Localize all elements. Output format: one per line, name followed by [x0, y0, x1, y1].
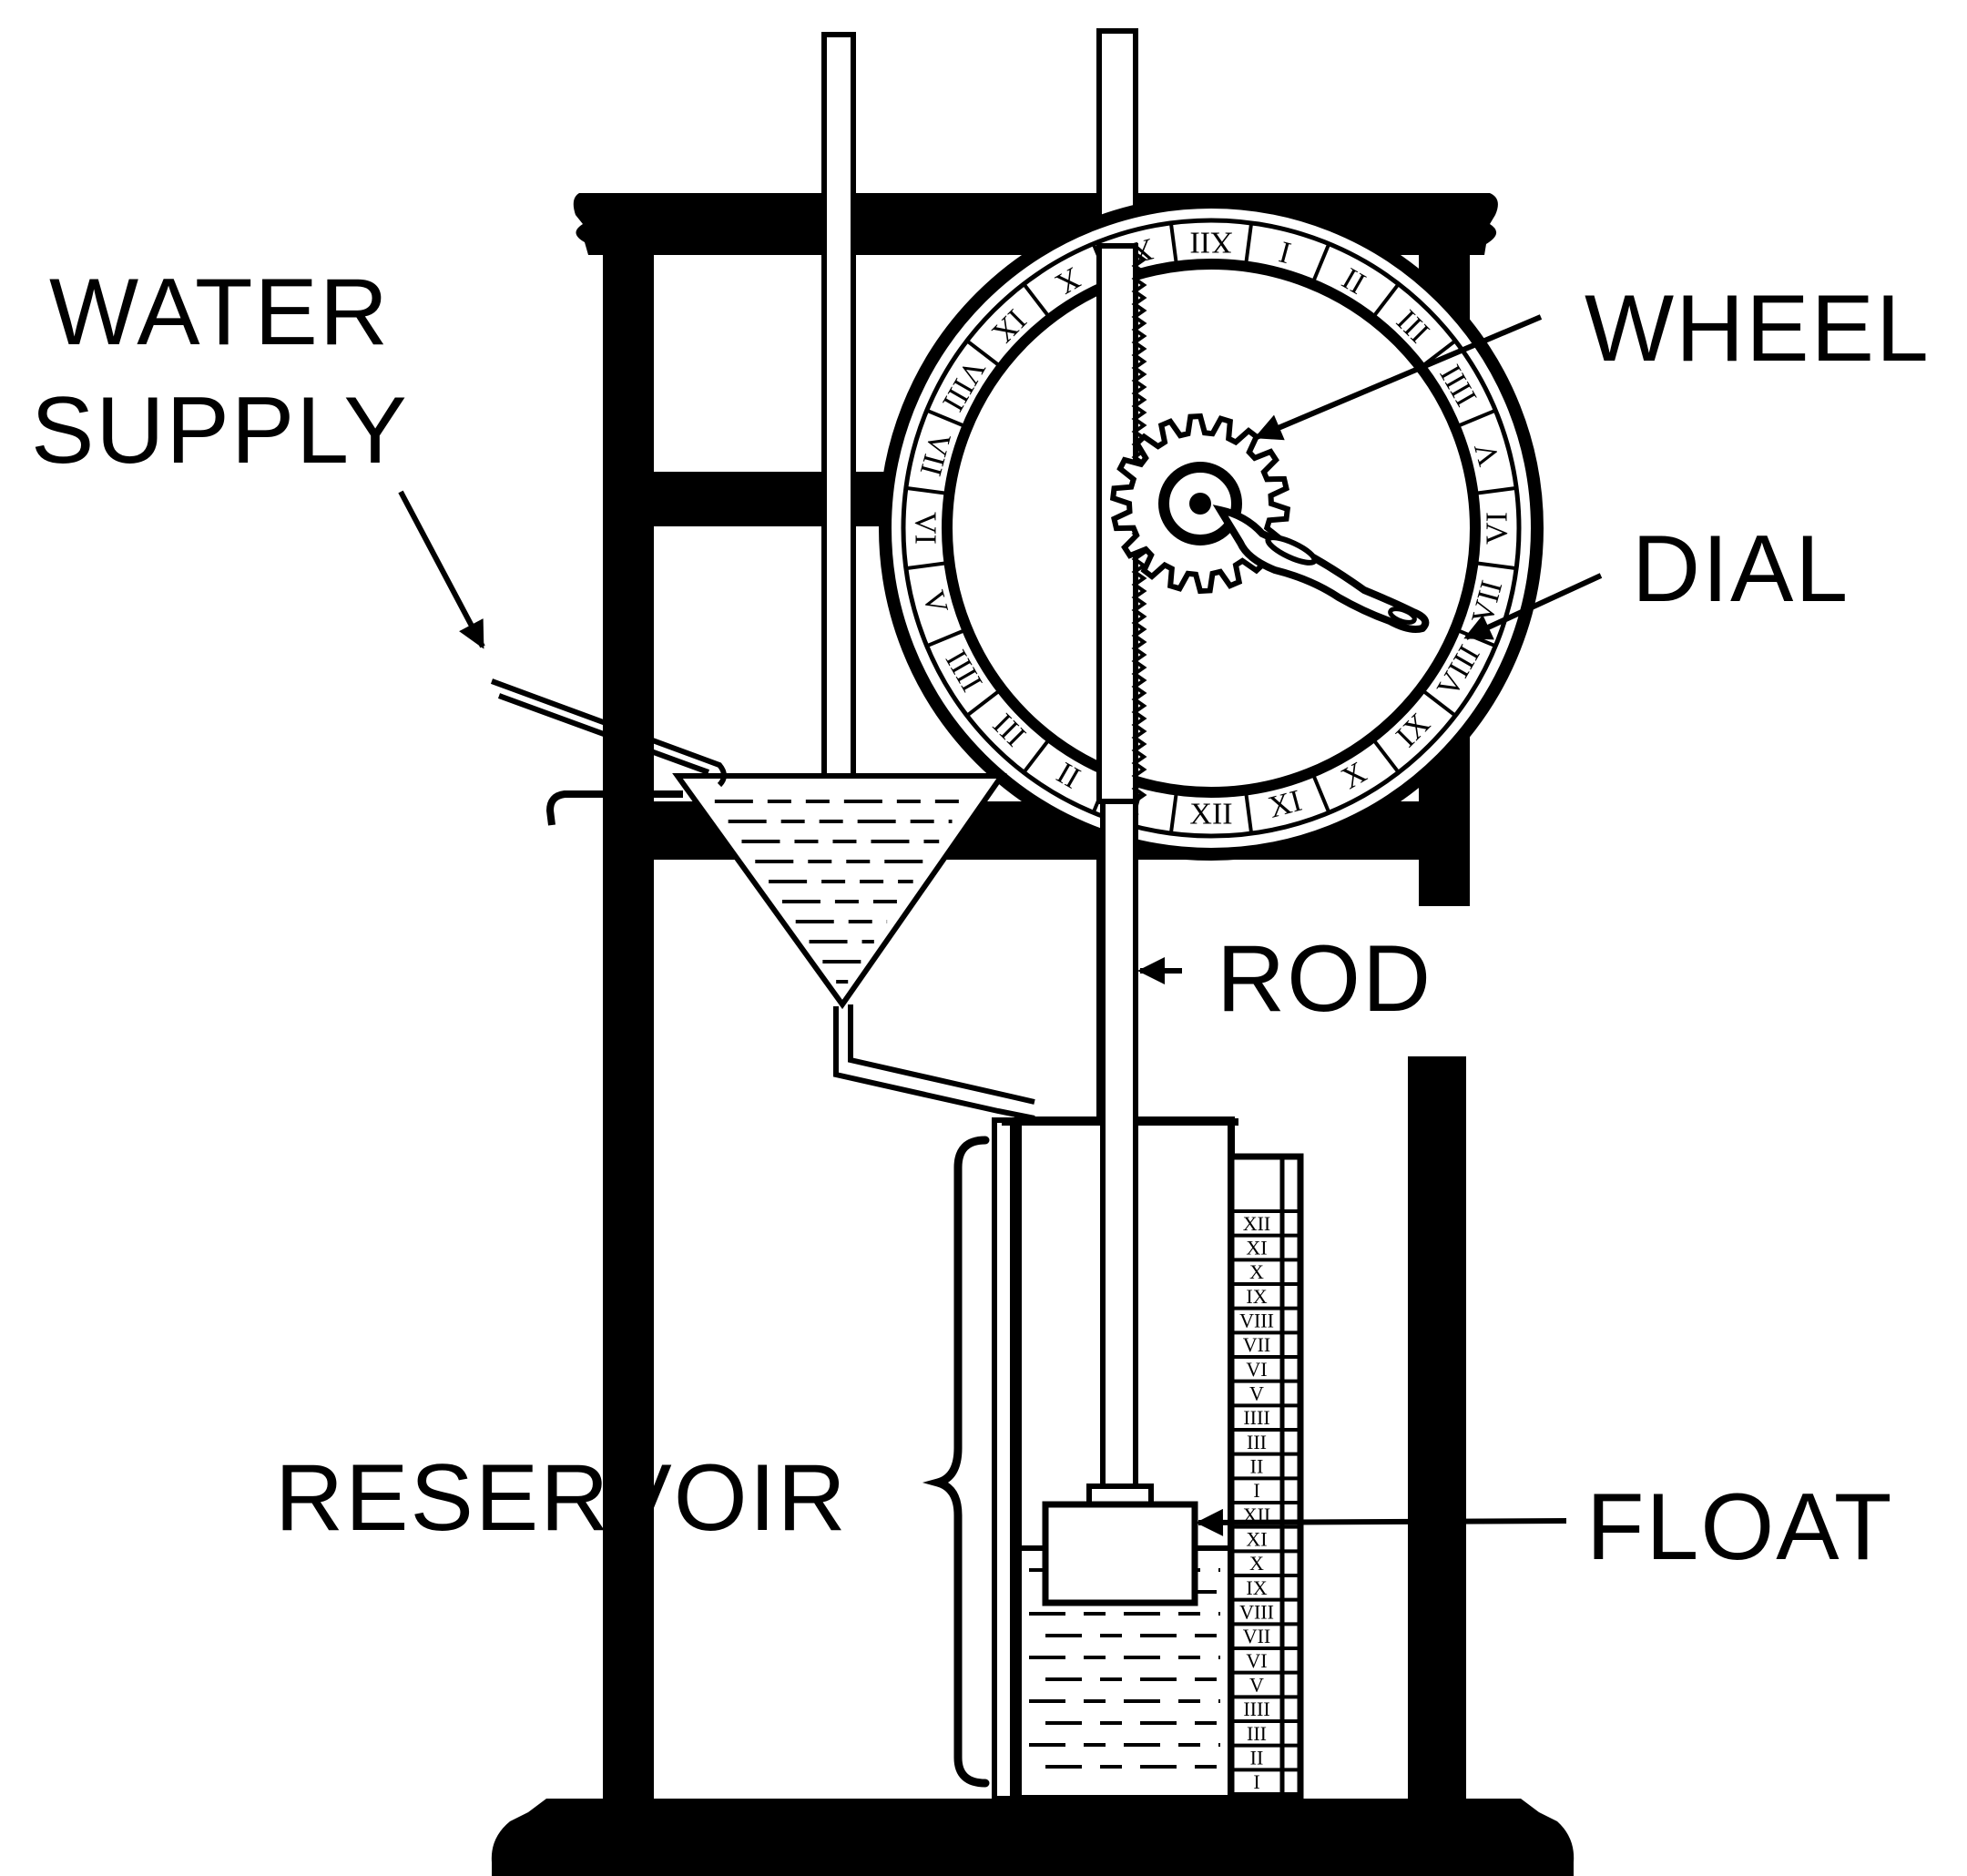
float [1042, 799, 1198, 1606]
dial-tick [907, 486, 946, 495]
frame-base [491, 1799, 1575, 1876]
hour-column-numeral: X [1249, 1552, 1264, 1575]
rod-lower [1100, 799, 1138, 1496]
label-reservoir: RESERVOIR [275, 1445, 848, 1551]
hour-column-numeral: IIII [1243, 1698, 1269, 1720]
funnel [545, 773, 1007, 1010]
label-wheel: WHEEL [1585, 276, 1931, 382]
hour-column-numeral: II [1250, 1455, 1264, 1478]
dial-tick [1023, 739, 1050, 772]
hour-column-numeral: III [1247, 1431, 1267, 1453]
hour-column-numeral: VI [1246, 1358, 1267, 1381]
dial-tick [1422, 340, 1455, 367]
water-supply-pointer [398, 490, 485, 649]
hour-column-numeral: V [1249, 1382, 1264, 1405]
funnel-hook [545, 790, 683, 826]
hour-column-numeral: VII [1243, 1333, 1271, 1356]
dial-tick [1476, 486, 1515, 495]
dial-tick [907, 561, 946, 570]
hour-column-numeral: XI [1246, 1528, 1267, 1551]
dial-hand-tip [1388, 607, 1417, 625]
dial-tick [1169, 793, 1178, 832]
dial-numeral: VI [1481, 512, 1514, 545]
dial-numeral: XII [1189, 798, 1232, 831]
dial-tick [1457, 409, 1495, 428]
float-body [1042, 1501, 1198, 1606]
dial-tick [1372, 284, 1400, 317]
hour-column-numeral: IX [1246, 1576, 1267, 1599]
hour-column-numeral: XI [1246, 1237, 1267, 1259]
hour-column-numeral: V [1249, 1674, 1264, 1697]
wheel-hub-pin [1189, 493, 1211, 515]
hour-column-numeral: VI [1246, 1649, 1267, 1672]
dial-outer-ring-inner-line [901, 218, 1522, 839]
hour-column-numeral: IX [1246, 1285, 1267, 1308]
hour-column-numeral: I [1253, 1479, 1259, 1502]
hour-column-numeral: VIII [1239, 1310, 1274, 1332]
dial-tick [967, 689, 1000, 717]
dial-tick [1422, 689, 1455, 717]
frame-right-post-lower [1408, 1056, 1466, 1803]
wheel-pointer [1254, 314, 1543, 441]
pointer-lines [398, 314, 1603, 1536]
hour-column-cells: XIIXIXIXVIIIVIIVIVIIIIIIIIIIXIIXIXIXVIII… [1231, 1209, 1300, 1796]
label-float: FLOAT [1586, 1474, 1893, 1580]
dial-tick [1169, 224, 1178, 263]
dial-tick [1244, 224, 1253, 263]
dial-tick [1244, 793, 1253, 832]
dial-tick [927, 409, 965, 428]
funnel-water [714, 800, 959, 984]
frame-left-post [603, 246, 654, 1803]
dial-hand-slot [1265, 535, 1318, 566]
dial-pointer [1463, 573, 1603, 640]
outlet-pipe [833, 1004, 1035, 1121]
dial-tick [1311, 244, 1330, 282]
hour-column-numeral: X [1249, 1260, 1264, 1283]
dial-tick [1476, 561, 1515, 570]
label-dial: DIAL [1632, 516, 1850, 622]
hour-column-numeral: III [1247, 1722, 1267, 1745]
hour-column-numeral: VII [1243, 1625, 1271, 1647]
water-supply-pipe [490, 678, 727, 788]
dial-tick [967, 340, 1000, 367]
label-rod: ROD [1217, 926, 1432, 1032]
dial-tick [1311, 774, 1330, 812]
dial-tick [927, 628, 965, 647]
hour-column-numeral: II [1250, 1747, 1264, 1769]
dial-numeral: VI [909, 512, 943, 545]
left-tube [821, 32, 856, 799]
dial-tick [1372, 739, 1400, 772]
funnel-body [672, 773, 1007, 1010]
hour-column-numeral: I [1253, 1770, 1259, 1793]
hour-column-numeral: IIII [1243, 1406, 1269, 1429]
dial-tick [1023, 284, 1050, 317]
hour-column-numeral: XII [1243, 1212, 1271, 1235]
reservoir-side-tube [992, 1117, 1015, 1801]
hour-column: XIIXIXIXVIIIVIIVIVIIIIIIIIIIXIIXIXIXVIII… [1228, 1153, 1304, 1802]
dial-numeral: XII [1189, 226, 1232, 260]
label-water-supply-line1: WATER [49, 260, 390, 365]
reservoir-brace [922, 1136, 990, 1788]
hour-column-numeral: VIII [1239, 1601, 1274, 1624]
float-pointer [1196, 1508, 1567, 1536]
label-water-supply-line2: SUPPLY [31, 378, 409, 484]
